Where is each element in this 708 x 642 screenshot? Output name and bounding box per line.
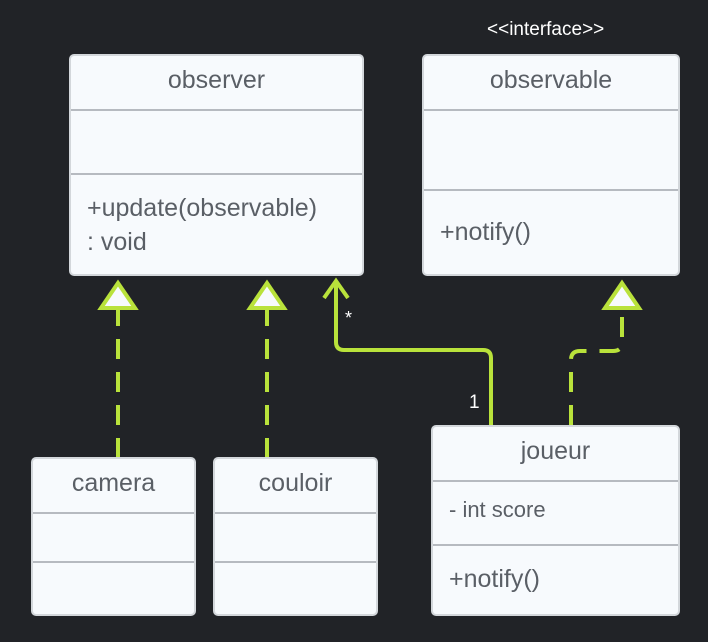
divider xyxy=(424,189,678,191)
observable-stereotype: <<interface>> xyxy=(487,19,605,40)
observer-class[interactable]: observer +update(observable) : void xyxy=(69,54,364,276)
joueur-class[interactable]: joueur - int score +notify() xyxy=(431,425,680,616)
divider xyxy=(215,512,376,514)
divider xyxy=(33,561,194,563)
observer-method-line2: : void xyxy=(87,228,147,256)
observable-method: +notify() xyxy=(440,218,532,246)
joueur-class-name: joueur xyxy=(520,437,591,465)
joueur-realization-arrowhead xyxy=(601,279,643,310)
divider xyxy=(424,109,678,111)
camera-class[interactable]: camera xyxy=(31,457,196,616)
joueur-attribute: - int score xyxy=(449,497,546,522)
joueur-multiplicity: 1 xyxy=(469,392,480,413)
divider xyxy=(433,544,678,546)
divider xyxy=(215,561,376,563)
association-line xyxy=(334,282,493,425)
couloir-realization-arrowhead xyxy=(246,279,288,310)
divider xyxy=(433,480,678,482)
observable-class[interactable]: observable +notify() xyxy=(422,54,680,276)
joueur-realization-line xyxy=(569,308,624,425)
couloir-class[interactable]: couloir xyxy=(213,457,378,616)
observer-class-name: observer xyxy=(167,66,266,94)
observer-multiplicity: * xyxy=(345,308,353,328)
association-arrowhead xyxy=(322,277,350,300)
camera-realization-arrowhead xyxy=(97,279,139,310)
observer-method-line1: +update(observable) xyxy=(87,194,318,222)
observable-class-name: observable xyxy=(489,66,613,94)
divider xyxy=(71,173,362,175)
camera-class-name: camera xyxy=(71,469,156,497)
couloir-class-name: couloir xyxy=(258,469,333,497)
divider xyxy=(33,512,194,514)
divider xyxy=(71,109,362,111)
joueur-method: +notify() xyxy=(449,565,541,593)
